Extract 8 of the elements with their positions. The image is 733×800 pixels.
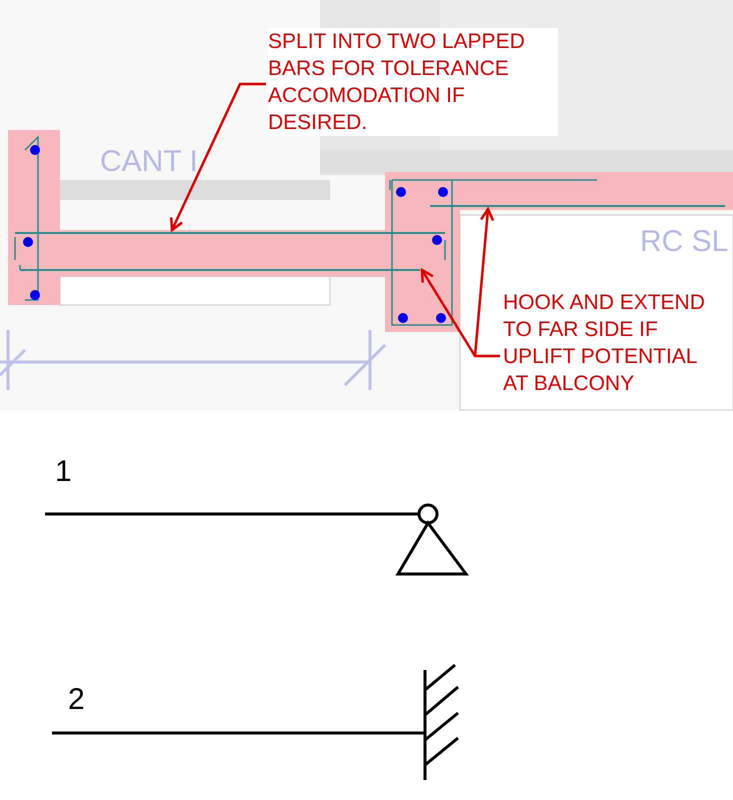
drawing-label: CANT I bbox=[100, 145, 198, 179]
leader-arrow bbox=[474, 208, 494, 356]
beam-number: 1 bbox=[55, 455, 72, 489]
leader-arrow bbox=[420, 268, 500, 358]
beam-number: 2 bbox=[68, 683, 85, 717]
drawing-label: RC SL bbox=[640, 225, 728, 259]
callout-note: SPLIT INTO TWO LAPPED BARS FOR TOLERANCE ACCOMODATION IF DESIRED. bbox=[268, 28, 558, 136]
leader-arrow bbox=[170, 82, 266, 232]
